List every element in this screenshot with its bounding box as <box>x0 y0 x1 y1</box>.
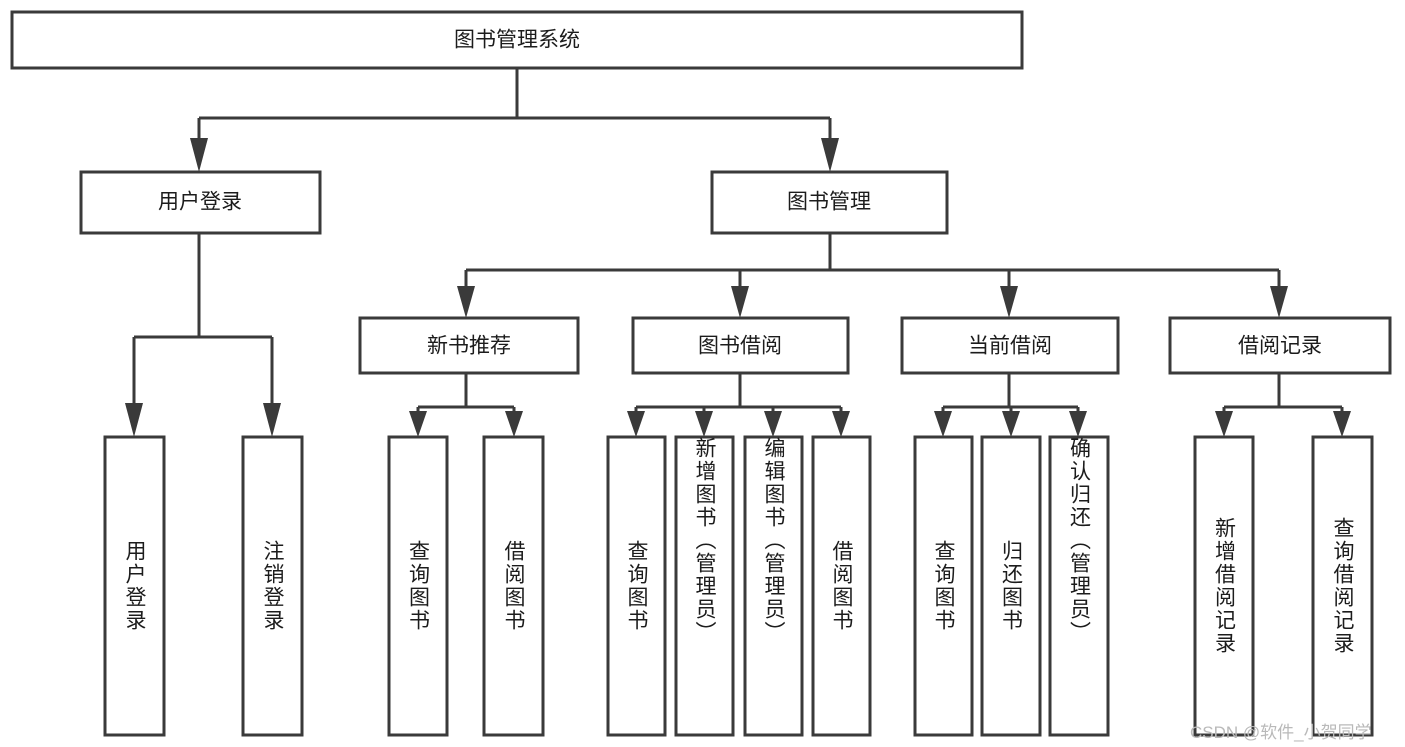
leaf-label-query-book-borrow: 查询图书 <box>625 540 648 632</box>
watermark: CSDN @软件_小贺同学 <box>1190 723 1372 742</box>
leaf-label-wrap-query-book-recommend: 查询图书 <box>389 437 447 735</box>
node-box-leaf-query-book-current[interactable] <box>913 435 974 737</box>
leaf-label-wrap-borrow-book: 借阅图书 <box>813 437 870 735</box>
node-box-leaf-borrow-book[interactable] <box>811 435 872 737</box>
arrow-to-leaf-query-record <box>1333 411 1351 437</box>
leaf-label-wrap-query-record: 查询借阅记录 <box>1313 437 1372 735</box>
node-box-leaf-borrow-book-recommend[interactable] <box>482 435 545 737</box>
leaf-label-wrap-confirm-return: 确认归还（管理员） <box>1050 437 1108 735</box>
node-label-current-borrow: 当前借阅 <box>968 335 1052 358</box>
leaf-label-borrow-book: 借阅图书 <box>830 540 853 632</box>
node-label-root: 图书管理系统 <box>454 29 580 52</box>
node-box-current-borrow[interactable] <box>900 316 1120 375</box>
arrow-to-leaf-add-book <box>695 411 713 437</box>
leaf-label-query-record: 查询借阅记录 <box>1331 517 1354 655</box>
connector-group-user-login <box>125 233 281 437</box>
leaf-label-user-login: 用户登录 <box>123 540 146 632</box>
arrow-to-book-borrow <box>731 286 749 318</box>
node-box-book-management[interactable] <box>710 170 949 235</box>
leaf-label-logout: 注销登录 <box>261 540 284 632</box>
arrow-to-leaf-logout <box>263 403 281 437</box>
leaf-label-wrap-borrow-book-recommend: 借阅图书 <box>484 437 543 735</box>
arrow-to-leaf-add-record <box>1215 411 1233 437</box>
arrow-to-leaf-query-book-borrow <box>627 411 645 437</box>
node-box-leaf-query-record[interactable] <box>1311 435 1374 737</box>
arrow-to-leaf-borrow-book <box>832 411 850 437</box>
node-box-leaf-return-book[interactable] <box>980 435 1042 737</box>
leaf-label-wrap-logout: 注销登录 <box>243 437 302 735</box>
arrow-to-current-borrow <box>1000 286 1018 318</box>
node-box-root[interactable] <box>10 10 1024 70</box>
leaf-label-query-book-current: 查询图书 <box>932 540 955 632</box>
node-box-user-login[interactable] <box>79 170 322 235</box>
leaf-label-wrap-edit-book: 编辑图书（管理员） <box>745 437 802 735</box>
leaf-label-wrap-query-book-borrow: 查询图书 <box>608 437 665 735</box>
leaf-label-wrap-add-record: 新增借阅记录 <box>1195 437 1253 735</box>
arrow-to-leaf-user-login <box>125 403 143 437</box>
leaf-label-wrap-add-book: 新增图书（管理员） <box>676 437 733 735</box>
leaf-label-query-book-recommend: 查询图书 <box>406 540 430 632</box>
leaf-label-wrap-query-book-current: 查询图书 <box>915 437 972 735</box>
arrow-to-leaf-edit-book <box>764 411 782 437</box>
node-label-book-management: 图书管理 <box>787 191 871 214</box>
node-box-leaf-user-login[interactable] <box>103 435 166 737</box>
node-box-new-book-recommend[interactable] <box>358 316 580 375</box>
node-box-borrow-record[interactable] <box>1168 316 1392 375</box>
node-box-leaf-edit-book[interactable] <box>743 435 804 737</box>
node-box-book-borrow[interactable] <box>631 316 850 375</box>
node-label-user-login: 用户登录 <box>158 191 242 214</box>
node-label-book-borrow: 图书借阅 <box>698 335 782 358</box>
node-box-leaf-logout[interactable] <box>241 435 304 737</box>
connector-group-current-borrow <box>934 373 1087 437</box>
arrow-to-new-book-recommend <box>457 286 475 318</box>
connector-group-borrow-record <box>1215 373 1351 437</box>
leaf-label-borrow-book-recommend: 借阅图书 <box>502 540 525 632</box>
node-box-leaf-query-book-borrow[interactable] <box>606 435 667 737</box>
arrow-to-leaf-confirm-return <box>1069 411 1087 437</box>
connector-group-book-management <box>457 233 1288 318</box>
connector-group-new-book-recommend <box>409 373 523 437</box>
node-box-leaf-add-book[interactable] <box>674 435 735 737</box>
arrow-to-user-login <box>190 138 208 172</box>
leaf-label-wrap-return-book: 归还图书 <box>982 437 1040 735</box>
leaf-label-edit-book: 编辑图书（管理员） <box>762 437 785 644</box>
arrow-to-leaf-return-book <box>1002 411 1020 437</box>
leaf-label-return-book: 归还图书 <box>999 540 1023 632</box>
leaf-label-confirm-return: 确认归还（管理员） <box>1067 437 1091 644</box>
node-label-borrow-record: 借阅记录 <box>1238 335 1322 358</box>
leaf-label-add-book: 新增图书（管理员） <box>693 437 716 644</box>
node-box-leaf-confirm-return[interactable] <box>1048 435 1110 737</box>
connector-group-book-borrow <box>627 373 850 437</box>
node-label-new-book-recommend: 新书推荐 <box>427 335 511 358</box>
arrow-to-leaf-borrow-book-recommend <box>505 411 523 437</box>
connector-group-root <box>190 68 839 172</box>
leaf-label-add-record: 新增借阅记录 <box>1212 517 1236 655</box>
node-box-leaf-query-book-recommend[interactable] <box>387 435 449 737</box>
leaf-label-wrap-user-login: 用户登录 <box>105 437 164 735</box>
arrow-to-book-management <box>821 138 839 172</box>
arrow-to-leaf-query-book-recommend <box>409 411 427 437</box>
node-box-leaf-add-record[interactable] <box>1193 435 1255 737</box>
arrow-to-leaf-query-book-current <box>934 411 952 437</box>
arrow-to-borrow-record <box>1270 286 1288 318</box>
